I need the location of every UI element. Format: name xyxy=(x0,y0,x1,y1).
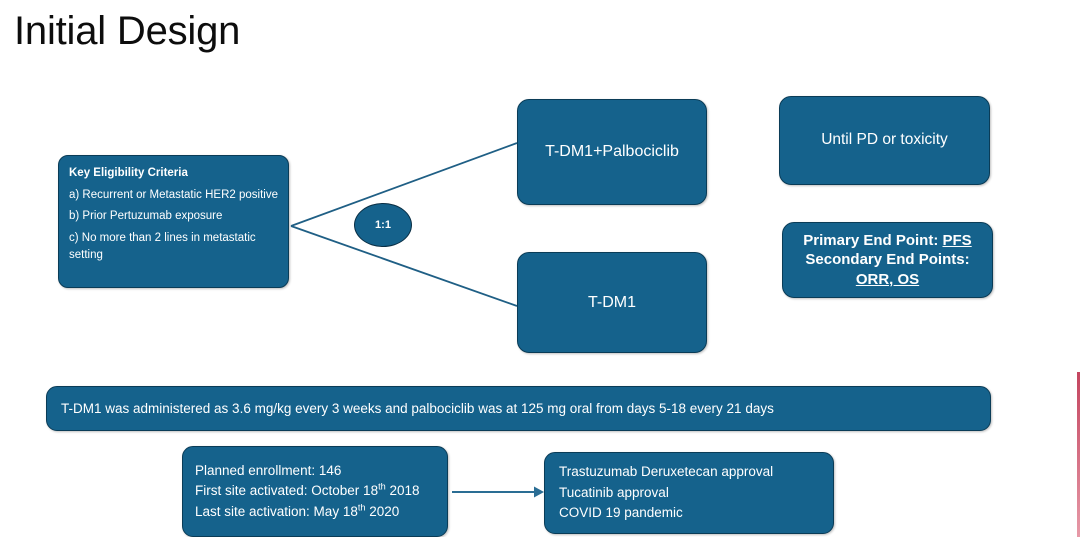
last-site-prefix: Last site activation: May 18 xyxy=(195,503,358,519)
first-site-prefix: First site activated: October 18 xyxy=(195,483,379,499)
primary-endpoint-value: PFS xyxy=(942,231,972,249)
external-event-line-1: Trastuzumab Deruxetecan approval xyxy=(559,463,774,479)
eligibility-criterion-b: b) Prior Pertuzumab exposure xyxy=(69,210,223,223)
first-site-activated-line: First site activated: October 18th 2018 xyxy=(195,481,447,502)
dosing-regimen-banner: T-DM1 was administered as 3.6 mg/kg ever… xyxy=(46,386,991,431)
planned-enrollment-line: Planned enrollment: 146 xyxy=(195,462,342,478)
primary-endpoint-prefix: Primary End Point: xyxy=(803,231,943,249)
external-event-line-3: COVID 19 pandemic xyxy=(559,505,683,521)
last-site-ordinal-suffix: th xyxy=(357,502,366,513)
page-title: Initial Design xyxy=(14,9,241,53)
last-site-year: 2020 xyxy=(365,503,400,519)
endpoints-box: Primary End Point: PFS Secondary End Poi… xyxy=(782,222,993,298)
eligibility-criteria-box: Key Eligibility Criteria a) Recurrent or… xyxy=(58,155,289,288)
eligibility-criterion-a: a) Recurrent or Metastatic HER2 positive xyxy=(69,188,278,201)
treatment-duration-label: Until PD or toxicity xyxy=(821,131,948,149)
secondary-endpoint-label: Secondary End Points: xyxy=(805,251,970,269)
treatment-arm-control-box: T-DM1 xyxy=(517,252,707,353)
eligibility-heading: Key Eligibility Criteria xyxy=(69,167,188,179)
randomization-ratio-node: 1:1 xyxy=(354,203,412,247)
last-site-activation-line: Last site activation: May 18th 2020 xyxy=(195,502,447,523)
dosing-regimen-text: T-DM1 was administered as 3.6 mg/kg ever… xyxy=(61,400,774,416)
primary-endpoint-line: Primary End Point: PFS xyxy=(793,231,982,251)
treatment-arm-control-label: T-DM1 xyxy=(588,293,636,311)
secondary-endpoint-value: ORR, OS xyxy=(855,270,920,288)
treatment-arm-experimental-label: T-DM1+Palbociclib xyxy=(545,143,679,161)
treatment-duration-box: Until PD or toxicity xyxy=(779,96,990,185)
external-event-line-2: Tucatinib approval xyxy=(559,484,669,500)
eligibility-criterion-c: c) No more than 2 lines in metastatic se… xyxy=(69,232,256,261)
external-events-box: Trastuzumab Deruxetecan approval Tucatin… xyxy=(544,452,834,534)
enrollment-timeline-box: Planned enrollment: 146 First site activ… xyxy=(182,446,448,537)
right-edge-accent-bar xyxy=(1077,372,1080,537)
first-site-year: 2018 xyxy=(385,483,420,499)
arrowhead-icon xyxy=(534,486,544,498)
first-site-ordinal-suffix: th xyxy=(378,481,386,492)
secondary-endpoint-line: ORR, OS xyxy=(793,270,982,290)
treatment-arm-experimental-box: T-DM1+Palbociclib xyxy=(517,99,707,205)
